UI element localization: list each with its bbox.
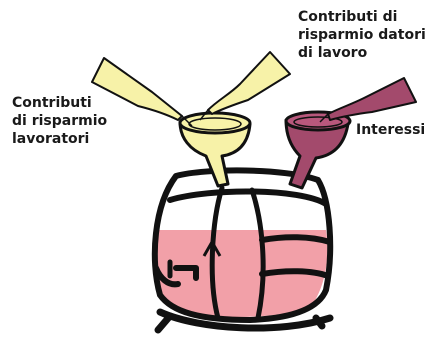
label-line: di lavoro	[298, 44, 426, 62]
barrel-hoop-top	[170, 191, 326, 204]
label-line: risparmio datori	[298, 26, 426, 44]
label-contributi-lavoratori: Contributi di risparmio lavoratori	[12, 94, 107, 148]
label-line: Contributi	[12, 94, 107, 112]
label-contributi-datori: Contributi di risparmio datori di lavoro	[298, 8, 426, 62]
label-interessi: Interessi	[356, 121, 425, 139]
label-line: lavoratori	[12, 130, 107, 148]
purple-funnel	[286, 112, 350, 188]
barrel-foot-left	[158, 316, 170, 330]
yellow-bottle-right	[200, 52, 290, 120]
barrel-foot-right	[316, 318, 322, 326]
label-line: Interessi	[356, 121, 425, 139]
label-line: Contributi di	[298, 8, 426, 26]
purple-bottle	[320, 78, 416, 122]
barrel	[153, 170, 330, 330]
label-line: di risparmio	[12, 112, 107, 130]
